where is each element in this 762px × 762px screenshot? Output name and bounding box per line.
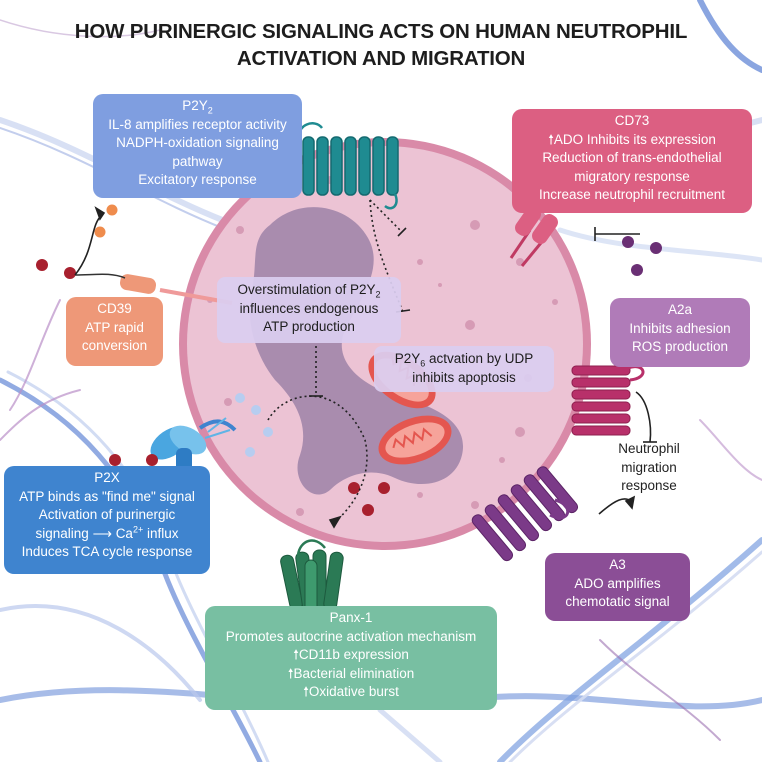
a3-receptor (471, 466, 579, 562)
cd73-line-1: 🠕ADO Inhibits its expression (548, 131, 716, 147)
right-arrow-icon: ⟶ (92, 525, 112, 541)
overstim-line-2: influences endogenous (239, 300, 379, 316)
up-arrow-icon: 🠕 (287, 665, 294, 681)
a3-info-box: A3 ADO amplifies chemotatic signal (545, 553, 690, 621)
up-arrow-icon: 🠕 (303, 684, 309, 699)
p2y2-info-box: P2Y2 IL-8 amplifies receptor activity NA… (93, 94, 302, 198)
cd73-line-3: migratory response (574, 168, 690, 184)
p2y2-receptor (297, 122, 399, 210)
p2x-line-1: ATP binds as "find me" signal (19, 488, 195, 504)
arrows (74, 199, 657, 529)
cd73-name: CD73 (614, 113, 650, 128)
neutrophil-line-1: Neutrophil (618, 441, 680, 456)
a2a-receptor (571, 365, 645, 436)
cd73-info-box: CD73 🠕ADO Inhibits its expression Reduct… (512, 109, 752, 213)
p2y6-line-1: P2Y6 actvation by UDP (394, 351, 534, 369)
p2y2-line-4: Excitatory response (138, 172, 257, 187)
overstimulation-label: Overstimulation of P2Y2 influences endog… (217, 277, 401, 343)
a2a-line-2: ROS production (631, 339, 729, 354)
a3-line-1: ADO amplifies (574, 575, 661, 591)
a2a-name: A2a (667, 302, 693, 317)
panx-name: Panx-1 (329, 610, 373, 625)
a2a-info-box: A2a Inhibits adhesion ROS production (610, 298, 750, 367)
overstim-line-1: Overstimulation of P2Y2 (237, 282, 381, 300)
up-arrow-icon: 🠕 (548, 131, 554, 147)
a3-line-2: chemotatic signal (565, 594, 670, 609)
panx-line-2: 🠕CD11b expression (293, 647, 409, 662)
ado-molecules (622, 236, 662, 276)
p2y2-name: P2Y2 (182, 98, 213, 116)
cd39-line-1: ATP rapid (85, 319, 144, 335)
cd39-info-box: CD39 ATP rapid conversion (66, 297, 163, 366)
p2y6-line-2: inhibits apoptosis (412, 369, 516, 385)
overstim-line-3: ATP production (263, 319, 355, 334)
panx1-channel (280, 539, 344, 613)
p2y2-line-1: IL-8 amplifies receptor activity (108, 116, 287, 132)
page-title: HOW PURINERGIC SIGNALING ACTS ON HUMAN N… (20, 18, 742, 72)
cd39-enzyme (74, 273, 233, 305)
cd39-line-2: conversion (81, 338, 148, 353)
a3-name: A3 (609, 557, 626, 572)
neutrophil-line-2: migration (621, 459, 677, 475)
mitochondrion-bottom (378, 415, 452, 465)
cd73-line-2: Reduction of trans-endothelial (542, 150, 722, 165)
extracellular-atp (235, 393, 273, 457)
title-line-1: HOW PURINERGIC SIGNALING ACTS ON HUMAN N… (74, 20, 688, 43)
p2x-line-3: signaling ⟶ Ca2+ influx (35, 524, 179, 541)
panx-line-4: 🠕Oxidative burst (303, 684, 399, 699)
p2y2-line-3: pathway (172, 153, 223, 169)
p2y2-line-2: NADPH-oxidation signaling (116, 135, 279, 150)
cd73-line-4: Increase neutrophil recruitment (538, 187, 726, 202)
p2x-line-2: Activation of purinergic (38, 507, 176, 522)
atp-molecules (36, 259, 390, 516)
title-line-2: ACTIVATION AND MIGRATION (236, 47, 526, 70)
p2y6-label: P2Y6 actvation by UDP inhibits apoptosis (374, 346, 554, 392)
panx1-info-box: Panx-1 Promotes autocrine activation mec… (205, 606, 497, 710)
p2x-name: P2X (94, 470, 120, 485)
neutrophil-line-3: response (621, 478, 677, 493)
neutrophil-migration-label: Neutrophil migration response (604, 440, 694, 500)
panx-line-3: 🠕Bacterial elimination (287, 665, 415, 681)
p2x-line-4: Induces TCA cycle response (21, 544, 193, 559)
up-arrow-icon: 🠕 (293, 647, 299, 662)
p2x-info-box: P2X ATP binds as "find me" signal Activa… (4, 466, 210, 574)
cd73-enzyme (509, 206, 558, 267)
cd39-name: CD39 (97, 301, 132, 316)
panx-line-1: Promotes autocrine activation mechanism (225, 628, 477, 644)
a2a-line-1: Inhibits adhesion (629, 320, 731, 336)
